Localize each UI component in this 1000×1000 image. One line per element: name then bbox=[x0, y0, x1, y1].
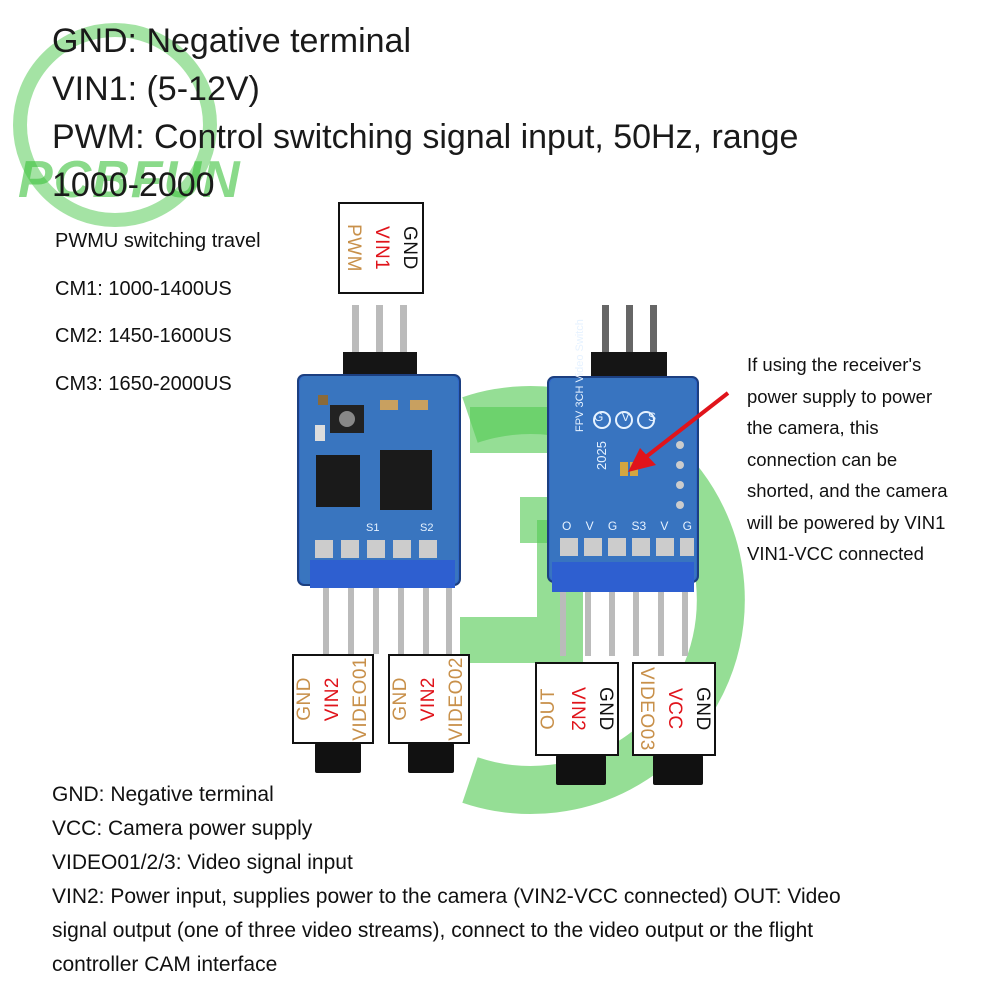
pad-label-s: S bbox=[647, 410, 656, 424]
header-line-vin1: VIN1: (5-12V) bbox=[52, 70, 260, 108]
connector-video02-vin2: VIN2 bbox=[418, 676, 439, 722]
pin-label-g1: G bbox=[607, 519, 618, 533]
right-board-body bbox=[547, 376, 699, 592]
footer-line-6: controller CAM interface bbox=[52, 953, 278, 976]
red-arrow bbox=[628, 391, 730, 472]
left-board-body bbox=[297, 374, 461, 588]
header-line-range: 1000-2000 bbox=[52, 166, 215, 204]
note-line-6: will be powered by VIN1 bbox=[747, 511, 946, 533]
right-board-bottom-pins bbox=[560, 592, 688, 656]
connector-out: OUT VIN2 GND bbox=[535, 662, 619, 756]
footer-line-4: VIN2: Power input, supplies power to the… bbox=[52, 885, 841, 908]
pin-label-g2: G bbox=[682, 519, 692, 533]
connector-video01-gnd: GND bbox=[294, 677, 315, 721]
connector-out-gnd: GND bbox=[595, 687, 616, 731]
pin-label-s3: S3 bbox=[631, 519, 647, 533]
pwm-travel-cm2: CM2: 1450-1600US bbox=[55, 325, 232, 347]
pin-label-v1: V bbox=[585, 519, 594, 533]
connector-video01-signal: VIDEO01 bbox=[350, 657, 371, 741]
right-board-top-pins bbox=[591, 305, 667, 382]
connector-video02: GND VIN2 VIDEO02 bbox=[388, 654, 470, 744]
note-line-5: shorted, and the camera bbox=[747, 480, 948, 501]
connector-video01: GND VIN2 VIDEO01 bbox=[292, 654, 374, 744]
right-board-pad-labels: G V S bbox=[594, 410, 656, 424]
connector-out-vin2: VIN2 bbox=[567, 686, 588, 732]
left-board-silk-s1: S1 bbox=[366, 522, 380, 534]
connector-video02-gnd: GND bbox=[390, 677, 411, 721]
top-connector-pwm: PWM bbox=[343, 224, 364, 272]
connector-video03-plug bbox=[653, 755, 703, 785]
left-board-top-pins bbox=[343, 305, 417, 380]
left-board-silk-s2: S2 bbox=[420, 522, 434, 534]
pin-label-o: O bbox=[562, 519, 572, 533]
right-board-silk-title: FPV 3CH Video Switch bbox=[574, 319, 586, 432]
footer-line-3: VIDEO01/2/3: Video signal input bbox=[52, 851, 353, 874]
connector-video03-vcc: VCC bbox=[664, 688, 685, 730]
top-connector-box: PWM VIN1 GND bbox=[338, 202, 424, 294]
footer-line-2: VCC: Camera power supply bbox=[52, 817, 313, 840]
connector-video02-signal: VIDEO02 bbox=[446, 657, 467, 741]
note-line-3: the camera, this bbox=[747, 417, 879, 438]
connector-video01-vin2: VIN2 bbox=[322, 676, 343, 722]
connector-video01-plug bbox=[315, 743, 361, 773]
pwm-travel-title: PWMU switching travel bbox=[55, 230, 261, 252]
top-connector-gnd: GND bbox=[399, 226, 420, 270]
note-line-2: power supply to power bbox=[747, 385, 933, 407]
right-board-pin-labels: O V G S3 V G bbox=[562, 519, 692, 533]
connector-video02-plug bbox=[408, 743, 454, 773]
header-line-pwm: PWM: Control switching signal input, 50H… bbox=[52, 118, 799, 156]
footer-line-1: GND: Negative terminal bbox=[52, 783, 274, 806]
pin-label-v2: V bbox=[660, 519, 669, 533]
header-line-gnd: GND: Negative terminal bbox=[52, 22, 412, 60]
connector-video03-gnd: GND bbox=[692, 687, 713, 731]
connector-video03-signal: VIDEO03 bbox=[636, 667, 657, 751]
right-board-silk-year: 2025 bbox=[594, 441, 609, 470]
connector-out-out: OUT bbox=[538, 688, 559, 730]
connector-out-plug bbox=[556, 755, 606, 785]
pad-label-g: G bbox=[594, 410, 604, 424]
footer-line-5: signal output (one of three video stream… bbox=[52, 919, 814, 942]
pad-label-v: V bbox=[621, 410, 630, 424]
note-line-7: VIN1-VCC connected bbox=[747, 543, 924, 564]
pwm-travel-cm3: CM3: 1650-2000US bbox=[55, 373, 232, 395]
note-line-1: If using the receiver's bbox=[747, 354, 922, 375]
top-connector-vin1: VIN1 bbox=[371, 225, 392, 271]
pwm-travel-cm1: CM1: 1000-1400US bbox=[55, 278, 232, 300]
left-board-bottom-pins bbox=[323, 588, 452, 654]
note-line-4: connection can be bbox=[747, 448, 898, 470]
watermark-text: PCBFUN bbox=[18, 151, 241, 209]
footer-description: GND: Negative terminal VCC: Camera power… bbox=[52, 778, 992, 982]
connector-video03: VIDEO03 VCC GND bbox=[632, 662, 716, 756]
receiver-power-note: If using the receiver's power supply to … bbox=[747, 349, 997, 570]
